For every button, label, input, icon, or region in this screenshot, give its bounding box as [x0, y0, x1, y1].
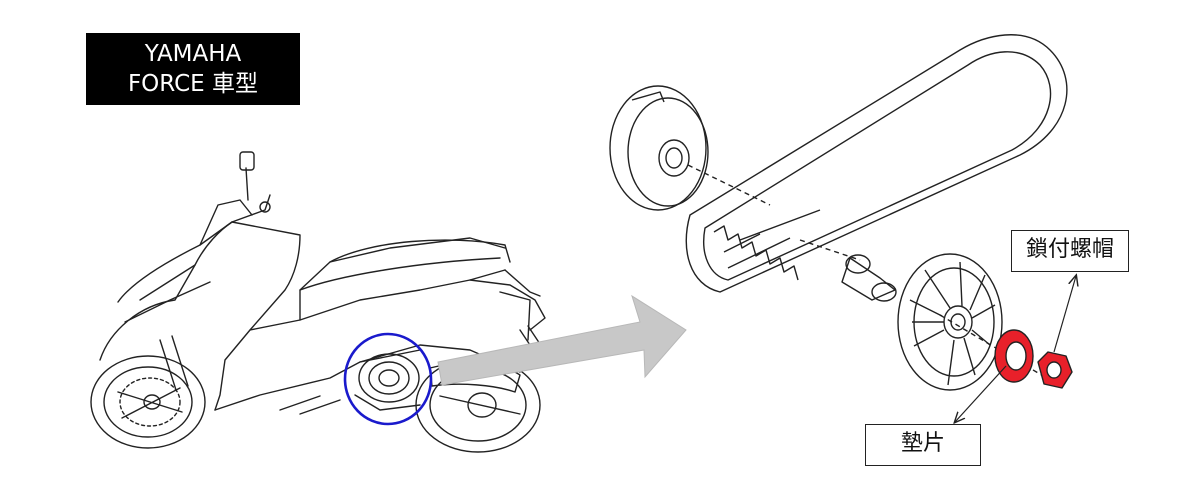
washer-label: 墊片: [865, 424, 981, 466]
scooter-drawing: [90, 151, 549, 453]
front-wheel: [90, 355, 206, 449]
lock-nut-part: [1037, 351, 1073, 389]
exploded-parts: [609, 34, 1073, 391]
drive-belt: [685, 34, 1068, 293]
nut-callout-arrow: [1053, 276, 1076, 353]
brand-label: YAMAHA: [144, 41, 242, 67]
model-label: FORCE 車型: [127, 71, 259, 97]
rear-wheel: [415, 357, 541, 453]
pulley-disc: [609, 85, 709, 211]
model-title-box: YAMAHA FORCE 車型: [86, 33, 300, 105]
collar-sleeve: [841, 254, 897, 302]
lock-nut-label: 鎖付螺帽: [1011, 230, 1129, 272]
washer-callout-arrow: [955, 365, 1007, 422]
fan-pulley: [897, 253, 1003, 391]
highlight-circle: [343, 332, 433, 426]
pointer-arrow: [437, 294, 687, 386]
washer-part: [994, 329, 1034, 383]
